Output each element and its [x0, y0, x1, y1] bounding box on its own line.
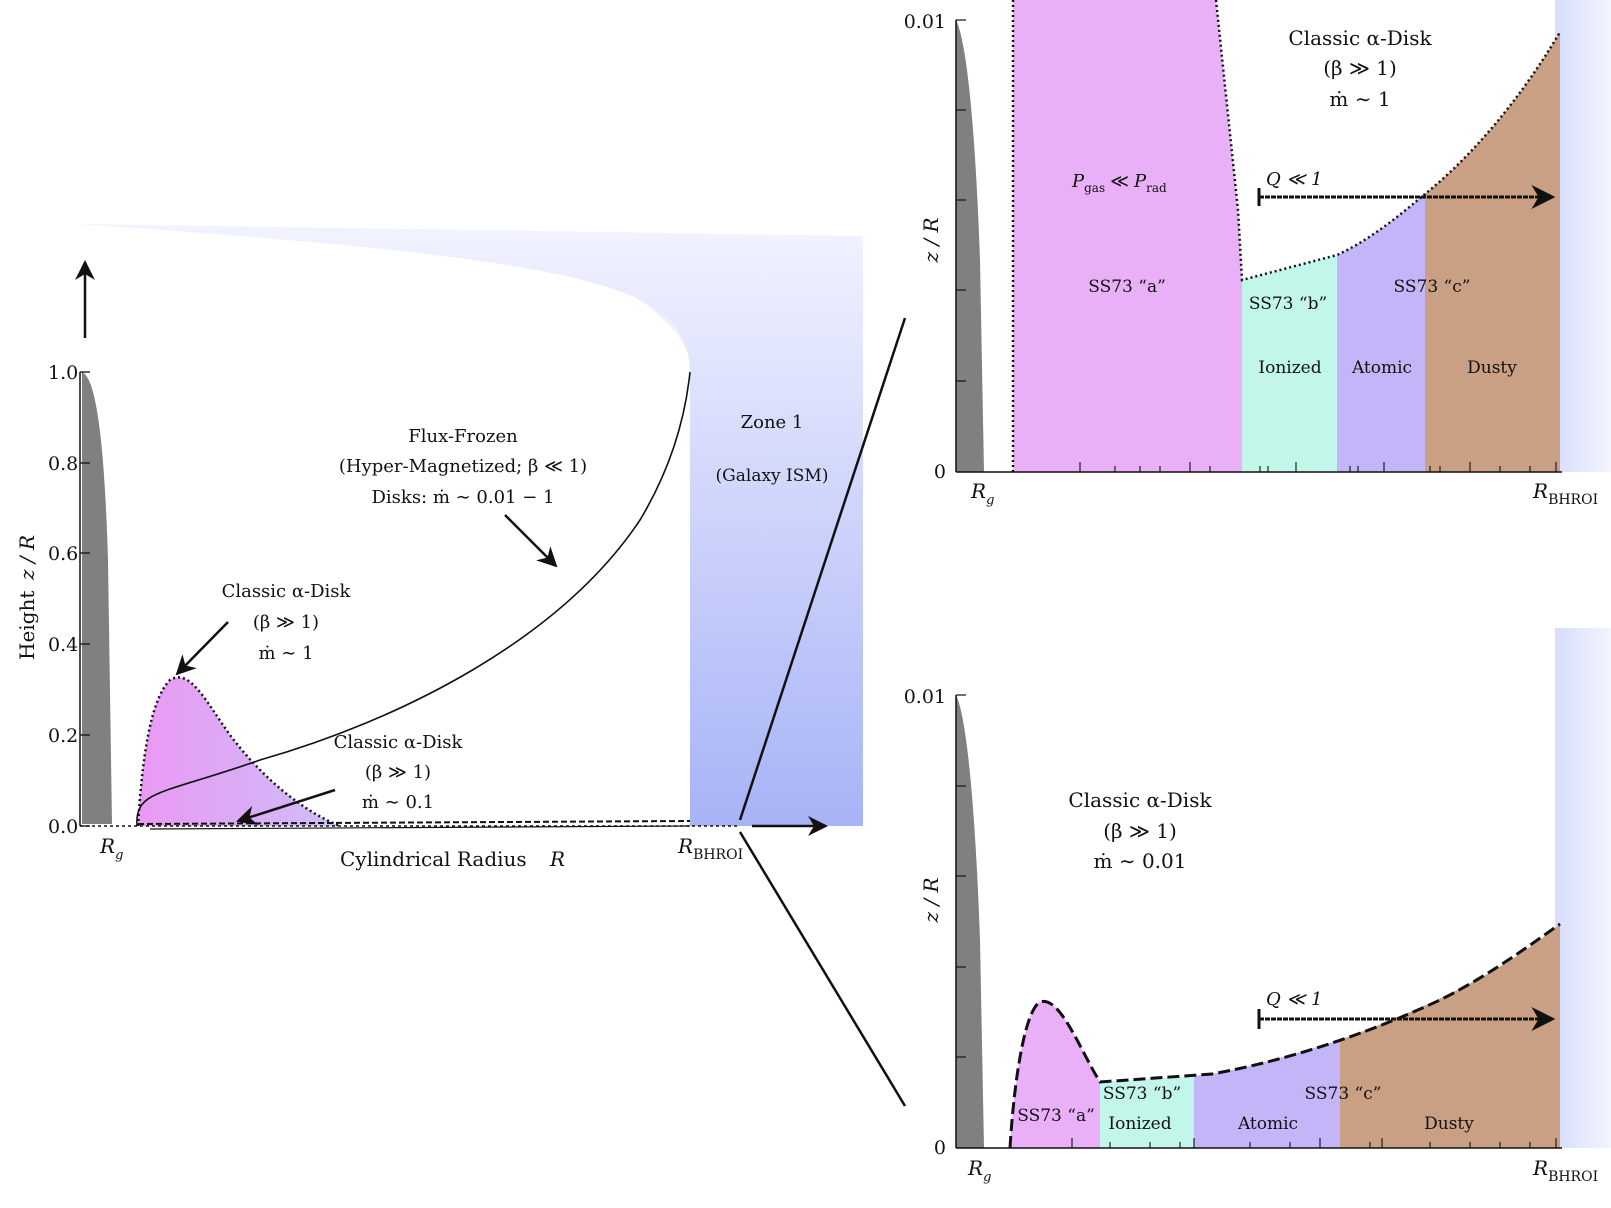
tr-rg-label: Rg [970, 479, 994, 508]
br-y-label: z / R [919, 877, 943, 923]
tr-black-hole [956, 20, 984, 472]
main-rbhroi-label: RBHROI [677, 834, 743, 863]
flux-frozen-line2: (Hyper-Magnetized; β ≪ 1) [339, 456, 587, 477]
main-y-tick-label: 0.6 [48, 543, 78, 565]
br-x-ticks [1071, 1138, 1557, 1148]
tr-y-tick-label: 0.01 [904, 11, 946, 33]
bottom-right-panel: 0 0.01 z / R Rg RBHROI Classic α-Disk (β… [904, 628, 1611, 1185]
flux-frozen-curve [136, 371, 691, 827]
main-y-label-var: z / R [15, 535, 39, 581]
zone-label: Zone 1 [741, 412, 804, 433]
main-x-label: Cylindrical Radius [340, 847, 527, 871]
tr-region-a [1013, 0, 1242, 472]
br-region-a [1010, 1001, 1100, 1148]
tr-label-atomic: Atomic [1351, 358, 1412, 378]
flux-frozen-line1: Flux-Frozen [408, 426, 518, 447]
main-y-tick-label: 1.0 [48, 362, 78, 384]
br-black-hole [956, 695, 984, 1148]
tr-y-ticks [956, 19, 966, 382]
br-label-c: SS73 “c” [1305, 1084, 1382, 1104]
disk-mid-line1: Classic α-Disk [334, 732, 464, 753]
main-y-tick-label: 0.0 [48, 816, 78, 838]
tr-region-dusty [1425, 32, 1560, 472]
br-q-label: Q ≪ 1 [1266, 989, 1323, 1010]
black-hole-region [82, 372, 112, 824]
main-x-label-var: R [549, 847, 565, 871]
br-label-a: SS73 “a” [1017, 1106, 1095, 1126]
br-label-ionized: Ionized [1108, 1114, 1171, 1134]
tr-y-tick-label: 0 [934, 461, 946, 483]
tr-ism-strip [1555, 0, 1611, 472]
thin-disk-line-2 [149, 825, 691, 830]
br-title-line1: Classic α-Disk [1068, 788, 1212, 812]
disk-high-line3: ṁ ∼ 1 [258, 643, 313, 664]
main-y-tick-label: 0.4 [48, 634, 78, 656]
tr-label-dusty: Dusty [1467, 358, 1517, 378]
main-panel: 0.0 0.2 0.4 0.6 0.8 1.0 Height z / R Rg … [15, 224, 863, 871]
disk-mid-arrow [236, 788, 336, 826]
tr-region-ionized [1242, 255, 1337, 472]
tr-label-a: SS73 “a” [1088, 277, 1166, 297]
main-y-ticks [80, 371, 90, 827]
tr-pressure-label: Pgas≪Prad [1071, 171, 1167, 195]
br-rbhroi-label: RBHROI [1532, 1156, 1598, 1185]
disk-high-line1: Classic α-Disk [222, 581, 352, 602]
tr-q-label: Q ≪ 1 [1266, 169, 1323, 190]
br-rg-label: Rg [967, 1156, 991, 1185]
zone-sublabel: (Galaxy ISM) [716, 466, 829, 486]
tr-title-line3: ṁ ∼ 1 [1329, 87, 1390, 111]
br-region-dusty [1340, 924, 1560, 1148]
flux-frozen-line3: Disks: ṁ ∼ 0.01 − 1 [371, 487, 554, 508]
disk-high-arrow [175, 621, 229, 676]
main-y-label-text: Height [15, 591, 39, 660]
br-y-tick-label: 0 [934, 1137, 946, 1159]
br-ism-strip [1555, 628, 1611, 1148]
top-right-panel: 0 0.01 z / R Rg RBHROI Classic α-Disk (β… [904, 0, 1611, 508]
main-y-label: Height z / R [15, 535, 39, 660]
tr-label-c: SS73 “c” [1394, 277, 1471, 297]
br-y-label-text: z / R [919, 877, 943, 923]
zoom-line-upper [738, 317, 907, 821]
tr-label-ionized: Ionized [1258, 358, 1321, 378]
disk-high-line2: (β ≫ 1) [253, 612, 319, 633]
tr-title-line1: Classic α-Disk [1288, 26, 1432, 50]
br-label-atomic: Atomic [1237, 1114, 1298, 1134]
tr-y-label-text: z / R [919, 217, 943, 263]
br-title-line2: (β ≫ 1) [1103, 819, 1177, 843]
tr-y-label: z / R [919, 217, 943, 263]
zoom-line-lower [738, 831, 907, 1107]
tr-label-b: SS73 “b” [1249, 294, 1327, 314]
disk-high-outline [136, 676, 341, 828]
br-region-atomic [1194, 1040, 1340, 1148]
main-rg-label: Rg [99, 834, 123, 863]
br-label-dusty: Dusty [1424, 1114, 1474, 1134]
br-y-tick-label: 0.01 [904, 686, 946, 708]
br-label-b: SS73 “b” [1103, 1084, 1181, 1104]
main-y-tick-label: 0.8 [48, 453, 78, 475]
tr-boundary [1011, 0, 1562, 472]
disk-mid-line3: ṁ ∼ 0.1 [362, 792, 434, 813]
main-y-tick-label: 0.2 [48, 725, 78, 747]
thin-disk-line [137, 820, 691, 825]
tr-rbhroi-label: RBHROI [1532, 479, 1598, 508]
tr-x-ticks [1079, 462, 1557, 472]
disk-mid-line2: (β ≫ 1) [365, 762, 431, 783]
br-title-line3: ṁ ∼ 0.01 [1094, 849, 1187, 873]
br-boundary [1008, 922, 1561, 1149]
flux-frozen-arrow [504, 514, 558, 568]
ism-upper-band [80, 224, 863, 826]
br-region-ionized [1100, 1076, 1194, 1148]
tr-title-line2: (β ≫ 1) [1323, 56, 1397, 80]
br-y-ticks [956, 694, 966, 1058]
tr-region-atomic [1337, 194, 1425, 472]
disk-high-shape [138, 677, 340, 826]
